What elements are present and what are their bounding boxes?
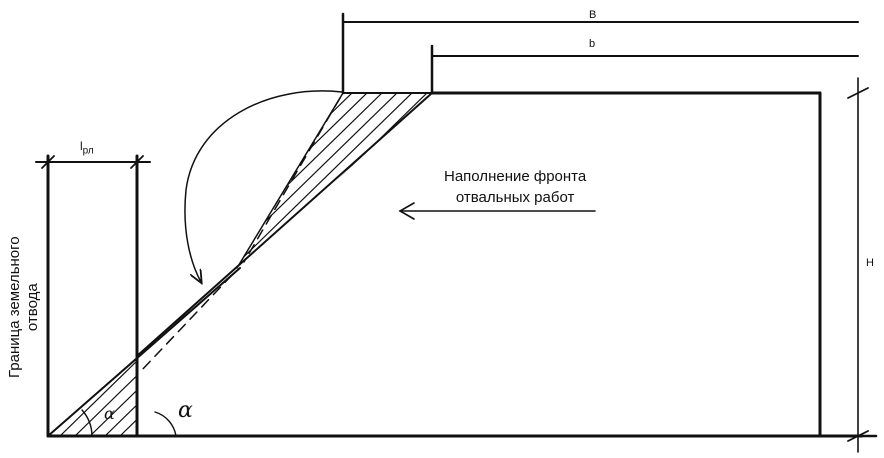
dim-lpn-symbol: l bbox=[80, 139, 83, 153]
angle-arc-right bbox=[154, 411, 177, 437]
angle-alpha-left-label: α bbox=[104, 404, 115, 423]
old-slope-line bbox=[236, 92, 344, 269]
angle-alpha-right-label: α bbox=[178, 398, 193, 423]
new-slope-line bbox=[136, 92, 433, 357]
dim-lpn-tick-right bbox=[130, 155, 144, 169]
dim-H-tick-top bbox=[847, 87, 869, 99]
dim-lpn-subscript: рл bbox=[82, 145, 94, 157]
fill-direction-arrowhead bbox=[398, 202, 415, 220]
land-boundary-label: Граница земельного отвода bbox=[6, 236, 42, 378]
dim-B-label: B bbox=[589, 9, 597, 21]
land-boundary-label-line2: отвода bbox=[24, 283, 41, 332]
lower-slope-line bbox=[47, 267, 241, 437]
dim-lpn-label: lрл bbox=[80, 139, 94, 156]
slope-flow-arrow-upper bbox=[243, 97, 341, 263]
dim-lpn-tick-left bbox=[41, 155, 55, 169]
dim-b-label: b bbox=[589, 38, 596, 50]
fill-front-label-line2: отвальных работ bbox=[455, 189, 575, 206]
fill-front-label: Наполнение фронта отвальных работ bbox=[444, 166, 586, 208]
relocation-curved-arrow bbox=[184, 90, 343, 282]
slope-hatching bbox=[48, 93, 432, 436]
dim-H-label: H bbox=[866, 257, 874, 269]
slope-flow-arrow-lower bbox=[139, 274, 233, 373]
fill-front-label-line1: Наполнение фронта bbox=[444, 168, 587, 185]
angle-arc-left bbox=[81, 409, 93, 437]
land-boundary-label-line1: Граница земельного bbox=[6, 236, 23, 378]
